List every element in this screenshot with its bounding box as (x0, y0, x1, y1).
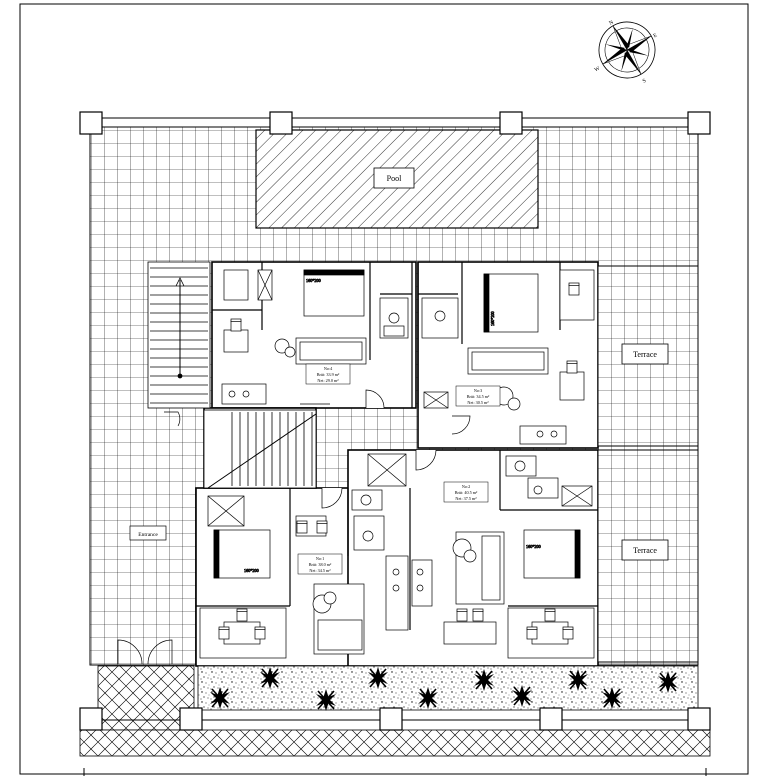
bed-no2-size: 160*200 (526, 544, 541, 549)
unit-1-name: No:1 (316, 556, 324, 561)
unit-2-gross: Brüt: 40.5 m² (455, 490, 478, 495)
entrance-label: Entrance (138, 532, 158, 538)
compass-south: S (642, 78, 648, 85)
compass-west: W (594, 65, 602, 73)
unit-3-gross: Brüt: 34.5 m² (467, 394, 490, 399)
stairs-center (203, 409, 317, 489)
unit-3-furniture: 160*200 (421, 269, 595, 445)
compass-rose: N S E W (594, 20, 659, 85)
compass-east: E (652, 32, 658, 39)
perimeter-wall (89, 117, 699, 128)
compass-north: N (608, 20, 614, 27)
terrace-lower: Terrace (597, 449, 699, 663)
dining-areas (199, 607, 595, 659)
paving-bottom (79, 729, 711, 757)
unit-4-net: Net: 29.0 m² (317, 378, 339, 383)
paving-left (97, 665, 195, 731)
unit-4-label: No:4 Brüt: 33.9 m² Net: 29.0 m² (305, 363, 351, 385)
stairs-upper (147, 261, 211, 409)
unit-2-label: No:2 Brüt: 40.5 m² Net: 37.5 m² (443, 481, 489, 503)
unit-1-gross: Brüt: 38.0 m² (309, 562, 332, 567)
columns (79, 111, 711, 731)
unit-2-name: No:2 (462, 484, 470, 489)
bed-no3-size: 160*200 (490, 311, 495, 326)
bed-no4-size: 160*200 (306, 278, 321, 283)
unit-2-furniture: 160*200 (367, 449, 593, 607)
unit-3-label: No:3 Brüt: 34.5 m² Net: 30.5 m² (455, 385, 501, 407)
unit-4-name: No:4 (324, 366, 333, 371)
bed-no1-size: 160*200 (244, 568, 259, 573)
pool-label: Pool (387, 174, 402, 183)
entrance: Entrance (117, 411, 181, 665)
garden-gravel (197, 665, 699, 711)
unit-1-furniture: 160*200 (207, 487, 409, 655)
unit-3-net: Net: 30.5 m² (467, 400, 489, 405)
unit-2-net: Net: 37.5 m² (455, 496, 477, 501)
terrace-lower-label: Terrace (633, 546, 657, 555)
terrace-upper-label: Terrace (633, 350, 657, 359)
interior-walls (196, 262, 598, 630)
pool: Pool (255, 129, 539, 229)
page-border (19, 3, 749, 775)
unit-4-gross: Brüt: 33.9 m² (317, 372, 340, 377)
unit-1-net: Net: 34.5 m² (309, 568, 331, 573)
unit-3-name: No:3 (474, 388, 482, 393)
unit-1-label: No:1 Brüt: 38.0 m² Net: 34.5 m² (297, 553, 343, 575)
terrace-upper: Terrace (597, 265, 699, 447)
unit-4-furniture: 160*200 (221, 269, 409, 409)
